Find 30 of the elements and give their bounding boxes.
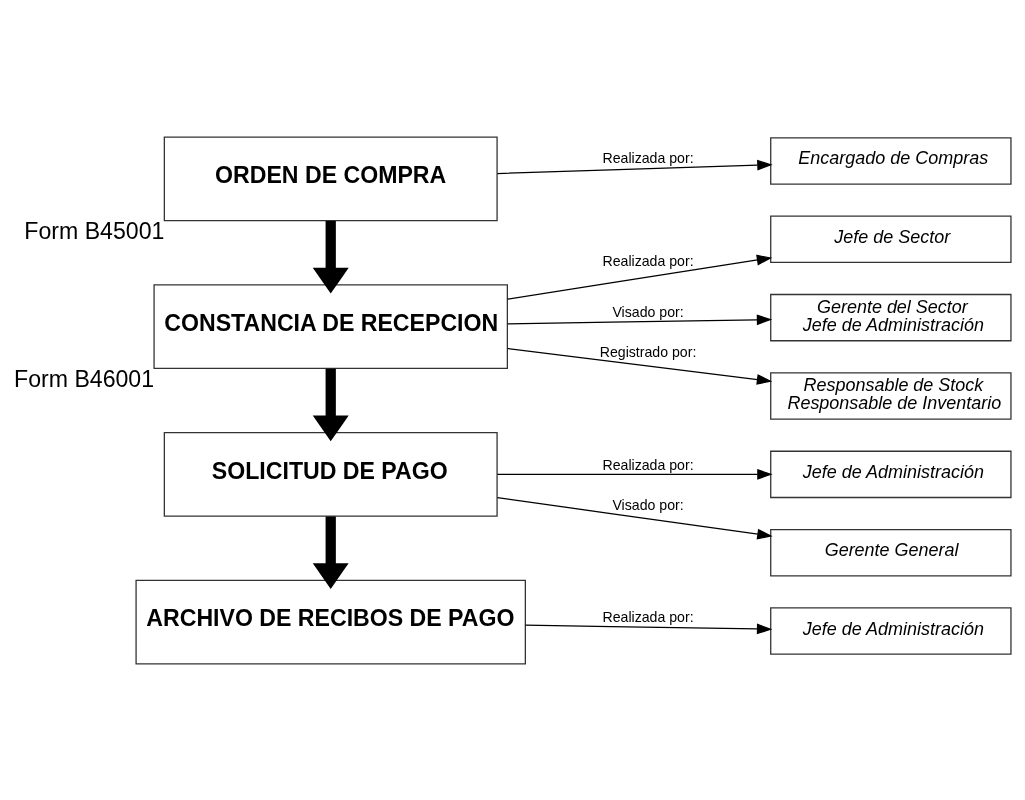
edge-label: Realizada por: xyxy=(602,608,694,625)
arrow xyxy=(312,515,349,589)
node-box: Gerente del Sector Jefe de Administración xyxy=(770,293,1012,341)
node-box: Jefe de Sector xyxy=(770,215,1012,263)
node-box: Encargado de Compras xyxy=(770,136,1012,185)
node-box: CONSTANCIA DE RECEPCION xyxy=(153,283,508,369)
node-box: Jefe de Administración xyxy=(770,606,1012,655)
arrow xyxy=(496,496,773,539)
edge-label: Visado por: xyxy=(612,496,684,513)
arrow xyxy=(507,254,773,300)
node-box: Responsable de Stock Responsable de Inventario xyxy=(770,371,1012,420)
arrow xyxy=(507,347,773,385)
arrow xyxy=(312,220,349,293)
node-box: ARCHIVO DE RECIBOS DE PAGO xyxy=(135,579,526,664)
node-label: Form B46001 xyxy=(14,365,155,392)
arrow xyxy=(524,623,773,634)
edge-label: Realizada por: xyxy=(602,149,694,166)
node-label: Form B45001 xyxy=(24,217,165,244)
node-box: Gerente General xyxy=(770,528,1012,576)
arrow xyxy=(507,313,773,325)
arrow xyxy=(496,159,773,174)
node-box: ORDEN DE COMPRA xyxy=(163,136,498,221)
edge-label: Realizada por: xyxy=(602,252,694,269)
edge-label: Realizada por: xyxy=(602,456,694,473)
arrow xyxy=(312,368,349,441)
node-box: SOLICITUD DE PAGO xyxy=(163,431,498,517)
edge-label: Registrado por: xyxy=(599,343,697,360)
arrow xyxy=(496,468,773,480)
edge-label: Visado por: xyxy=(612,303,684,320)
node-box: Jefe de Administración xyxy=(770,450,1012,498)
